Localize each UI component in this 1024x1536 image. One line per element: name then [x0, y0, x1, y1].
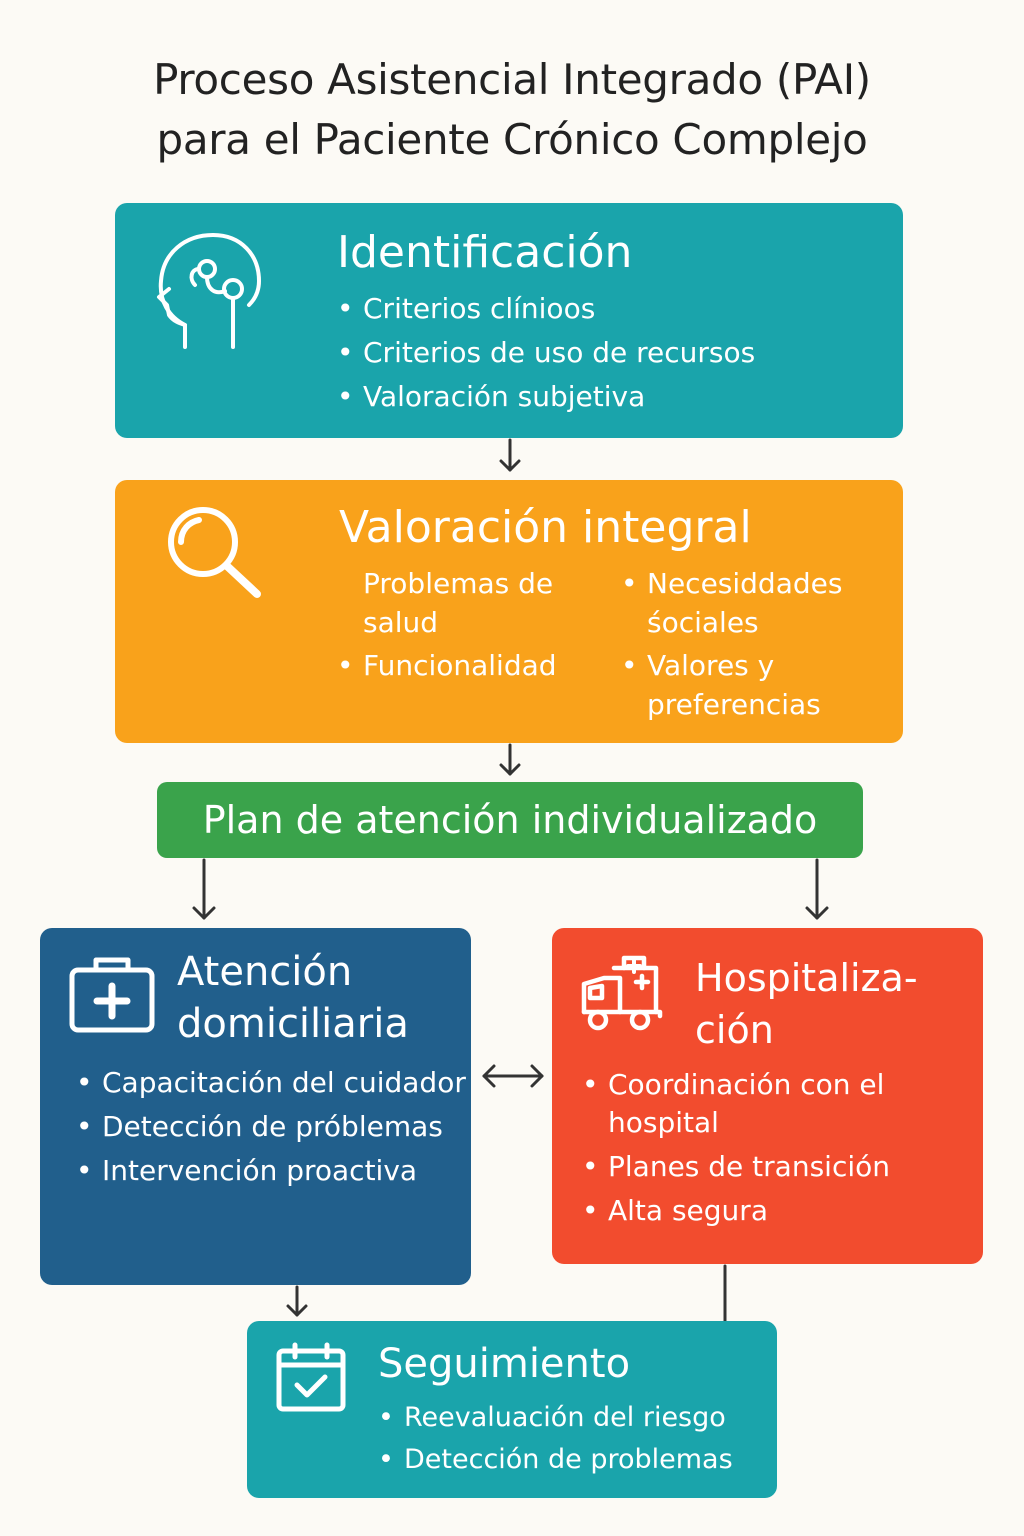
plan-heading: Plan de atención individualizado	[202, 798, 818, 842]
list-item: Detección de próblemas	[76, 1108, 466, 1146]
list-item: Criterios clínioos	[337, 287, 755, 331]
magnifier-icon	[165, 504, 265, 600]
seguimiento-box: Seguimiento Reevaluación del riesgo Dete…	[247, 1321, 777, 1498]
seguimiento-list: Reevaluación del riesgo Detección de pro…	[378, 1397, 733, 1481]
valoracion-box: Valoración integral Problemas de salud F…	[115, 480, 903, 743]
list-item: Problemas de salud	[363, 567, 554, 639]
identificacion-heading: Identificación	[337, 227, 633, 278]
list-item: Intervención proactiva	[76, 1152, 466, 1190]
diagram-title: Proceso Asistencial Integrado (PAI) para…	[40, 50, 984, 170]
hospitalizacion-heading: Hospitaliza- ción	[695, 952, 918, 1056]
domiciliaria-heading-line-1: Atención	[177, 949, 353, 995]
ambulance-icon	[580, 954, 666, 1034]
hospitalizacion-heading-line-1: Hospitaliza-	[695, 956, 918, 1000]
identificacion-box: Identificación Criterios clínioos Criter…	[115, 203, 903, 438]
plan-box: Plan de atención individualizado	[157, 782, 863, 858]
list-item: Capacitación del cuidador	[76, 1064, 466, 1102]
hospitalizacion-heading-line-2: ción	[695, 1008, 774, 1052]
title-line-1: Proceso Asistencial Integrado (PAI)	[153, 55, 871, 104]
list-item: Reevaluación del riesgo	[378, 1397, 733, 1439]
list-item: Valores y preferencias	[621, 646, 891, 724]
list-item: Detección de problemas	[378, 1439, 733, 1481]
list-item: Valoración subjetiva	[337, 375, 755, 419]
list-item: Criterios de uso de recursos	[337, 331, 755, 375]
list-item: Necesiddades śociales	[621, 564, 891, 642]
list-item: Funcionalidad	[337, 646, 607, 685]
domiciliaria-heading: Atención domiciliaria	[177, 946, 409, 1050]
domiciliaria-box: Atención domiciliaria Capacitación del c…	[40, 928, 471, 1285]
domiciliaria-heading-line-2: domiciliaria	[177, 1001, 409, 1047]
hospitalizacion-list: Coordinación con el hospital Planes de t…	[582, 1066, 972, 1236]
list-item: Planes de transición	[582, 1148, 972, 1186]
identificacion-list: Criterios clínioos Criterios de uso de r…	[337, 287, 755, 419]
hospitalizacion-box: Hospitaliza- ción Coordinación con el ho…	[552, 928, 983, 1264]
head-stethoscope-icon	[155, 229, 265, 353]
valoracion-heading: Valoración integral	[339, 502, 752, 553]
valoracion-list-left: Problemas de salud Funcionalidad	[337, 564, 607, 689]
calendar-check-icon	[275, 1341, 347, 1415]
valoracion-list-right: Necesiddades śociales Valores y preferen…	[621, 564, 891, 728]
title-line-2: para el Paciente Crónico Complejo	[156, 115, 868, 164]
domiciliaria-list: Capacitación del cuidador Detección de p…	[76, 1064, 466, 1196]
list-item: Alta segura	[582, 1192, 972, 1230]
list-item: Coordinación con el hospital	[582, 1066, 972, 1142]
medical-kit-icon	[68, 954, 156, 1034]
seguimiento-heading: Seguimiento	[378, 1341, 631, 1387]
